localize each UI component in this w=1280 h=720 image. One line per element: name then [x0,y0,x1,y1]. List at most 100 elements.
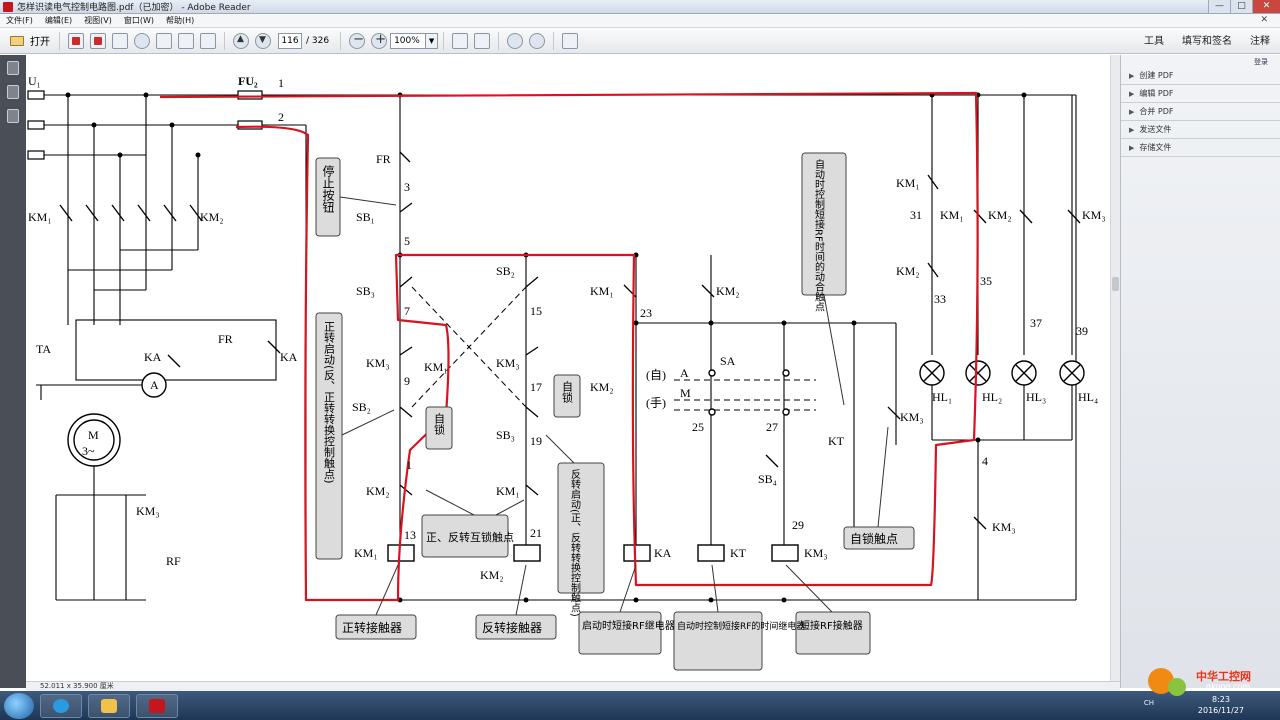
label-KM1a: KM₁ [590,284,614,298]
label-FR2: FR [218,332,233,346]
start-button[interactable] [4,692,34,719]
expand-icon[interactable] [562,32,579,49]
menu-help[interactable]: 帮助(H) [166,16,195,25]
toolbar-divider [340,31,342,50]
zoom-input[interactable]: 100% [390,32,427,49]
label-KM1e: KM₁ [940,208,964,222]
label-KM2a: KM₂ [716,284,740,298]
panel-item-label: 存储文件 [1139,143,1172,152]
callout-boxes [315,152,915,671]
vertical-scrollbar[interactable] [1110,55,1120,681]
watermark-url: gkong.com [1206,682,1251,691]
ie-icon [53,698,69,713]
taskbar-ie[interactable] [40,693,82,718]
sign-in-link[interactable]: 登录 [1254,58,1268,66]
label-KM1b: KM₁ [424,360,448,374]
callout-self-lock-3: 自锁触点 [850,531,898,546]
label-KA: KA [144,350,162,364]
tools-tab[interactable]: 工具 [1144,36,1164,47]
minimize-button[interactable]: — [1208,0,1230,13]
taskbar-explorer[interactable] [88,693,130,718]
clock-time: 8:23 [1211,695,1230,704]
taskbar-adobe-reader[interactable] [136,693,178,718]
fill-sign-tab[interactable]: 填写和签名 [1182,36,1232,47]
create-pdf-icon[interactable] [68,32,84,49]
sign-icon[interactable] [112,32,128,49]
fit-width-icon[interactable] [474,32,491,49]
zoom-out-icon[interactable] [349,32,366,49]
pages-icon[interactable] [7,85,19,99]
zoom-in-icon[interactable] [371,32,388,49]
menu-view[interactable]: 视图(V) [84,16,112,25]
previous-page-icon[interactable] [233,32,249,49]
label-KM3-motor: KM₃ [136,504,160,518]
red-highlight-path [159,91,979,602]
comment-icon[interactable] [507,32,524,49]
label-SB2: SB₂ [352,400,371,414]
clock-date: 2016/11/27 [1197,706,1244,715]
panel-item-send-file[interactable]: ▶发送文件 [1121,121,1280,139]
label-SB3: SB₃ [356,284,375,298]
label-M: M [680,386,691,400]
label-KM2coil: KM₂ [480,568,504,582]
save-icon[interactable] [156,32,172,49]
label-HL4: HL₄ [1078,390,1098,404]
menu-window[interactable]: 窗口(W) [123,16,155,25]
circuit-diagram: 停止按钮 正转启动(反、正转转换控制触点) 自锁 自锁 正、反转互锁触点 反转启… [27,74,1106,671]
scroll-thumb[interactable] [1112,277,1119,291]
fit-page-icon[interactable] [452,32,469,49]
zoom-dropdown-icon[interactable]: ▼ [426,32,439,49]
label-RF: RF [166,554,181,568]
open-button[interactable]: 打开 [6,31,54,51]
email-icon[interactable] [200,32,216,49]
folder-icon [101,698,117,713]
panel-item-label: 创建 PDF [1139,71,1174,80]
label-SB4: SB₄ [758,472,777,486]
expand-arrow-icon: ▶ [1129,71,1135,80]
callout-reverse-start: 反转启动(正、反转转换控制触点) [569,469,581,617]
label-n5: 5 [404,234,410,248]
label-n23: 23 [640,306,652,320]
panel-item-store-file[interactable]: ▶存储文件 [1121,139,1280,157]
lock-icon[interactable] [7,61,19,75]
panel-item-merge-pdf[interactable]: ▶合并 PDF [1121,103,1280,121]
highlight-icon[interactable] [529,32,546,49]
label-KM3b: KM₃ [496,356,520,370]
label-KAcoil: KA [654,546,672,560]
open-label: 打开 [30,37,50,48]
circuit-wires [34,94,1077,601]
cloud-icon[interactable] [134,32,150,49]
panel-item-create-pdf[interactable]: ▶ 创建 PDF [1121,67,1280,85]
windows-taskbar: CH 8:23 2016/11/27 [0,691,1280,720]
close-button[interactable]: ✕ [1252,0,1280,13]
expand-arrow-icon: ▶ [1129,107,1135,116]
maximize-button[interactable]: □ [1230,0,1252,13]
input-language[interactable]: CH [1143,699,1154,707]
label-SA: SA [720,354,736,368]
comment-tab[interactable]: 注释 [1250,36,1270,47]
clock[interactable]: 8:23 2016/11/27 [1198,694,1244,716]
menu-edit[interactable]: 编辑(E) [44,16,73,25]
label-KM3-right: KM₃ [1082,208,1106,222]
label-n21: 21 [530,526,542,540]
toolbar-divider [224,31,225,50]
coil-symbols [387,544,799,562]
attachment-icon[interactable] [7,109,19,123]
next-page-icon[interactable] [255,32,271,49]
label-n31: 31 [910,208,922,222]
expand-arrow-icon: ▶ [1129,89,1135,98]
label-manual: (手) [646,396,666,410]
print-icon[interactable] [178,32,194,49]
label-U1: U₁ [28,74,41,88]
label-ammeter: A [150,378,159,392]
menu-file[interactable]: 文件(F) [6,16,33,25]
label-n1: 1 [278,76,284,90]
panel-item-edit-pdf[interactable]: ▶编辑 PDF [1121,85,1280,103]
page-number-input[interactable]: 116 [278,32,302,49]
label-n9: 9 [404,374,410,388]
fuses [27,90,263,160]
edit-pdf-icon[interactable] [90,32,106,49]
close-document-icon[interactable]: ✕ [1260,15,1268,25]
label-n37: 37 [1030,316,1042,330]
label-TA: TA [36,342,51,356]
